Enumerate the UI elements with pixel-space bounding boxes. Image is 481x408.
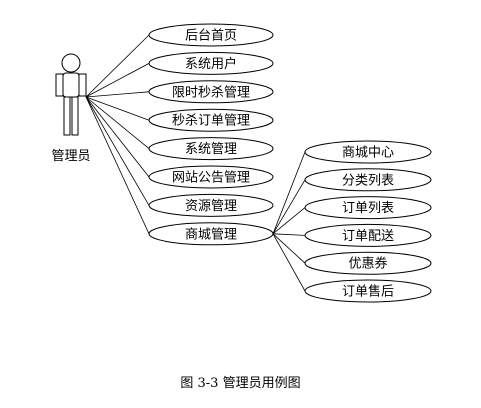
mall-association-lines <box>272 151 306 292</box>
use-case[interactable]: 后台首页 <box>148 23 274 47</box>
use-case-ellipse <box>148 222 274 246</box>
use-case-ellipse <box>304 251 432 275</box>
actor-head <box>61 53 81 73</box>
use-case-label: 分类列表 <box>342 173 394 188</box>
association-line <box>85 34 150 98</box>
actor-right-arm <box>78 73 87 97</box>
association-line <box>272 233 306 292</box>
use-case-ellipse <box>304 168 432 192</box>
association-line <box>272 233 306 236</box>
actor-body <box>62 72 80 98</box>
use-case[interactable]: 限时秒杀管理 <box>148 80 274 104</box>
association-line <box>85 91 150 98</box>
use-case-label: 商城管理 <box>185 227 237 242</box>
actor-left-arm <box>55 73 64 97</box>
use-case-ellipse <box>148 193 274 217</box>
use-case[interactable]: 优惠券 <box>304 251 432 275</box>
use-case-label: 资源管理 <box>185 199 237 214</box>
association-line <box>85 96 150 206</box>
use-case-ellipse <box>148 108 274 132</box>
use-case[interactable]: 资源管理 <box>148 193 274 217</box>
association-line <box>272 179 306 235</box>
use-case-label: 系统用户 <box>185 56 237 72</box>
use-case[interactable]: 系统管理 <box>148 137 274 161</box>
association-line <box>85 96 150 121</box>
actor-association-lines <box>85 34 150 234</box>
use-case[interactable]: 网站公告管理 <box>148 165 274 189</box>
use-case-ellipse <box>148 137 274 161</box>
use-case[interactable]: 订单列表 <box>304 196 432 220</box>
use-case[interactable]: 商城管理 <box>148 222 274 246</box>
use-case-ellipse <box>304 140 432 164</box>
use-case[interactable]: 订单售后 <box>304 279 432 303</box>
use-case-label: 限时秒杀管理 <box>172 85 250 100</box>
association-line <box>85 96 150 149</box>
use-case-label: 订单列表 <box>342 201 394 216</box>
use-case-ellipse <box>304 279 432 303</box>
association-line <box>272 207 306 235</box>
figure-caption: 图 3-3 管理员用例图 <box>180 376 301 391</box>
association-line <box>85 63 150 98</box>
use-case-label: 网站公告管理 <box>172 171 250 186</box>
actor-label: 管理员 <box>51 149 90 164</box>
use-case[interactable]: 商城中心 <box>304 140 432 164</box>
use-case-ellipse <box>148 51 274 75</box>
use-case-label: 后台首页 <box>185 29 237 44</box>
use-case[interactable]: 秒杀订单管理 <box>148 108 274 132</box>
use-case-label: 订单售后 <box>342 284 394 300</box>
use-case-ellipse <box>148 23 274 47</box>
use-case[interactable]: 分类列表 <box>304 168 432 192</box>
actor-right-leg <box>71 96 79 136</box>
use-case-label: 系统管理 <box>185 142 237 157</box>
association-line <box>85 96 150 178</box>
association-line <box>85 96 150 234</box>
actor-left-leg <box>63 96 71 136</box>
association-line <box>272 151 306 234</box>
use-case[interactable]: 系统用户 <box>148 51 274 75</box>
use-case[interactable]: 订单配送 <box>304 223 432 247</box>
use-case-label: 秒杀订单管理 <box>172 114 250 129</box>
actor-figure <box>55 53 87 136</box>
use-case-label: 订单配送 <box>342 229 394 244</box>
use-case-ellipse <box>304 196 432 220</box>
use-case-ellipse <box>148 165 274 189</box>
use-case-label: 优惠券 <box>348 256 387 272</box>
use-case-ellipse <box>304 223 432 247</box>
use-case-ellipse <box>148 80 274 104</box>
association-line <box>272 233 306 264</box>
use-case-label: 商城中心 <box>342 146 394 161</box>
